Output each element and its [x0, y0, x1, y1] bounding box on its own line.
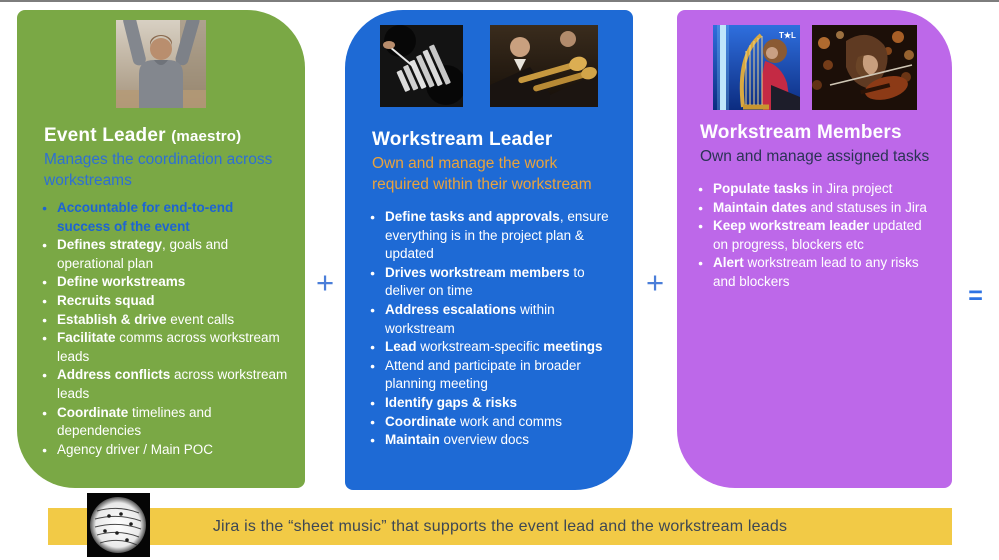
equals-operator: = — [968, 282, 983, 310]
top-border — [0, 0, 999, 2]
bullet-item: Alert workstream lead to any risks and b… — [698, 254, 938, 291]
bullet-item: Coordinate work and comms — [370, 413, 617, 432]
bullet-list: Accountable for end-to-end success of th… — [42, 199, 289, 460]
talent-logo: T★L — [779, 31, 796, 40]
bullet-item: Define workstreams — [42, 273, 289, 292]
bullet-item: Define tasks and approvals, ensure every… — [370, 208, 617, 264]
bullet-list: Define tasks and approvals, ensure every… — [370, 208, 617, 450]
bullet-item: Recruits squad — [42, 292, 289, 311]
bullet-item: Establish & drive event calls — [42, 311, 289, 330]
card-title-suffix: (maestro) — [171, 128, 242, 145]
violin-photo — [811, 25, 917, 110]
card-workstream-leader: Workstream Leader Own and manage the wor… — [345, 10, 633, 490]
card-subtitle: Own and manage assigned tasks — [700, 148, 930, 165]
bullet-item: Address escalations within workstream — [370, 301, 617, 338]
bullet-item: Maintain dates and statuses in Jira — [698, 199, 938, 218]
conductor-photo — [116, 20, 206, 108]
card-subtitle: Own and manage the work required within … — [372, 155, 592, 193]
footer-bar: Jira is the “sheet music” that supports … — [48, 508, 952, 545]
card-title: Workstream Leader — [372, 129, 553, 150]
bullet-item: Drives workstream members to deliver on … — [370, 264, 617, 301]
footer-text: Jira is the “sheet music” that supports … — [212, 517, 788, 535]
card-images — [345, 25, 633, 107]
plus-operator-2: + — [645, 265, 665, 300]
card-event-leader: Event Leader (maestro) Manages the coord… — [17, 10, 305, 488]
percussion-photo — [380, 25, 463, 107]
card-title: Event Leader (maestro) — [44, 125, 242, 146]
bullet-item: Address conflicts across workstream lead… — [42, 366, 289, 403]
brass-photo — [490, 25, 598, 107]
bullet-item: Coordinate timelines and dependencies — [42, 404, 289, 441]
card-subtitle: Manages the coordination across workstre… — [44, 151, 273, 189]
bullet-item: Keep workstream leader updated on progre… — [698, 217, 938, 254]
sheet-music-photo — [87, 493, 150, 557]
bullet-list: Populate tasks in Jira projectMaintain d… — [698, 180, 938, 292]
bullet-item: Identify gaps & risks — [370, 394, 617, 413]
bullet-item: Facilitate comms across workstream leads — [42, 329, 289, 366]
bullet-item: Attend and participate in broader planni… — [370, 357, 617, 394]
card-workstream-members: T★L Wo — [677, 10, 952, 488]
card-images — [17, 20, 305, 108]
card-title: Workstream Members — [700, 122, 902, 143]
card-images: T★L — [677, 25, 952, 110]
bullet-item: Populate tasks in Jira project — [698, 180, 938, 199]
bullet-item: Defines strategy, goals and operational … — [42, 236, 289, 273]
harp-photo: T★L — [712, 25, 800, 110]
plus-operator-1: + — [315, 265, 335, 300]
bullet-item: Maintain overview docs — [370, 431, 617, 450]
bullet-item: Lead workstream-specific meetings — [370, 338, 617, 357]
bullet-item: Agency driver / Main POC — [42, 441, 289, 460]
bullet-item: Accountable for end-to-end success of th… — [42, 199, 289, 236]
